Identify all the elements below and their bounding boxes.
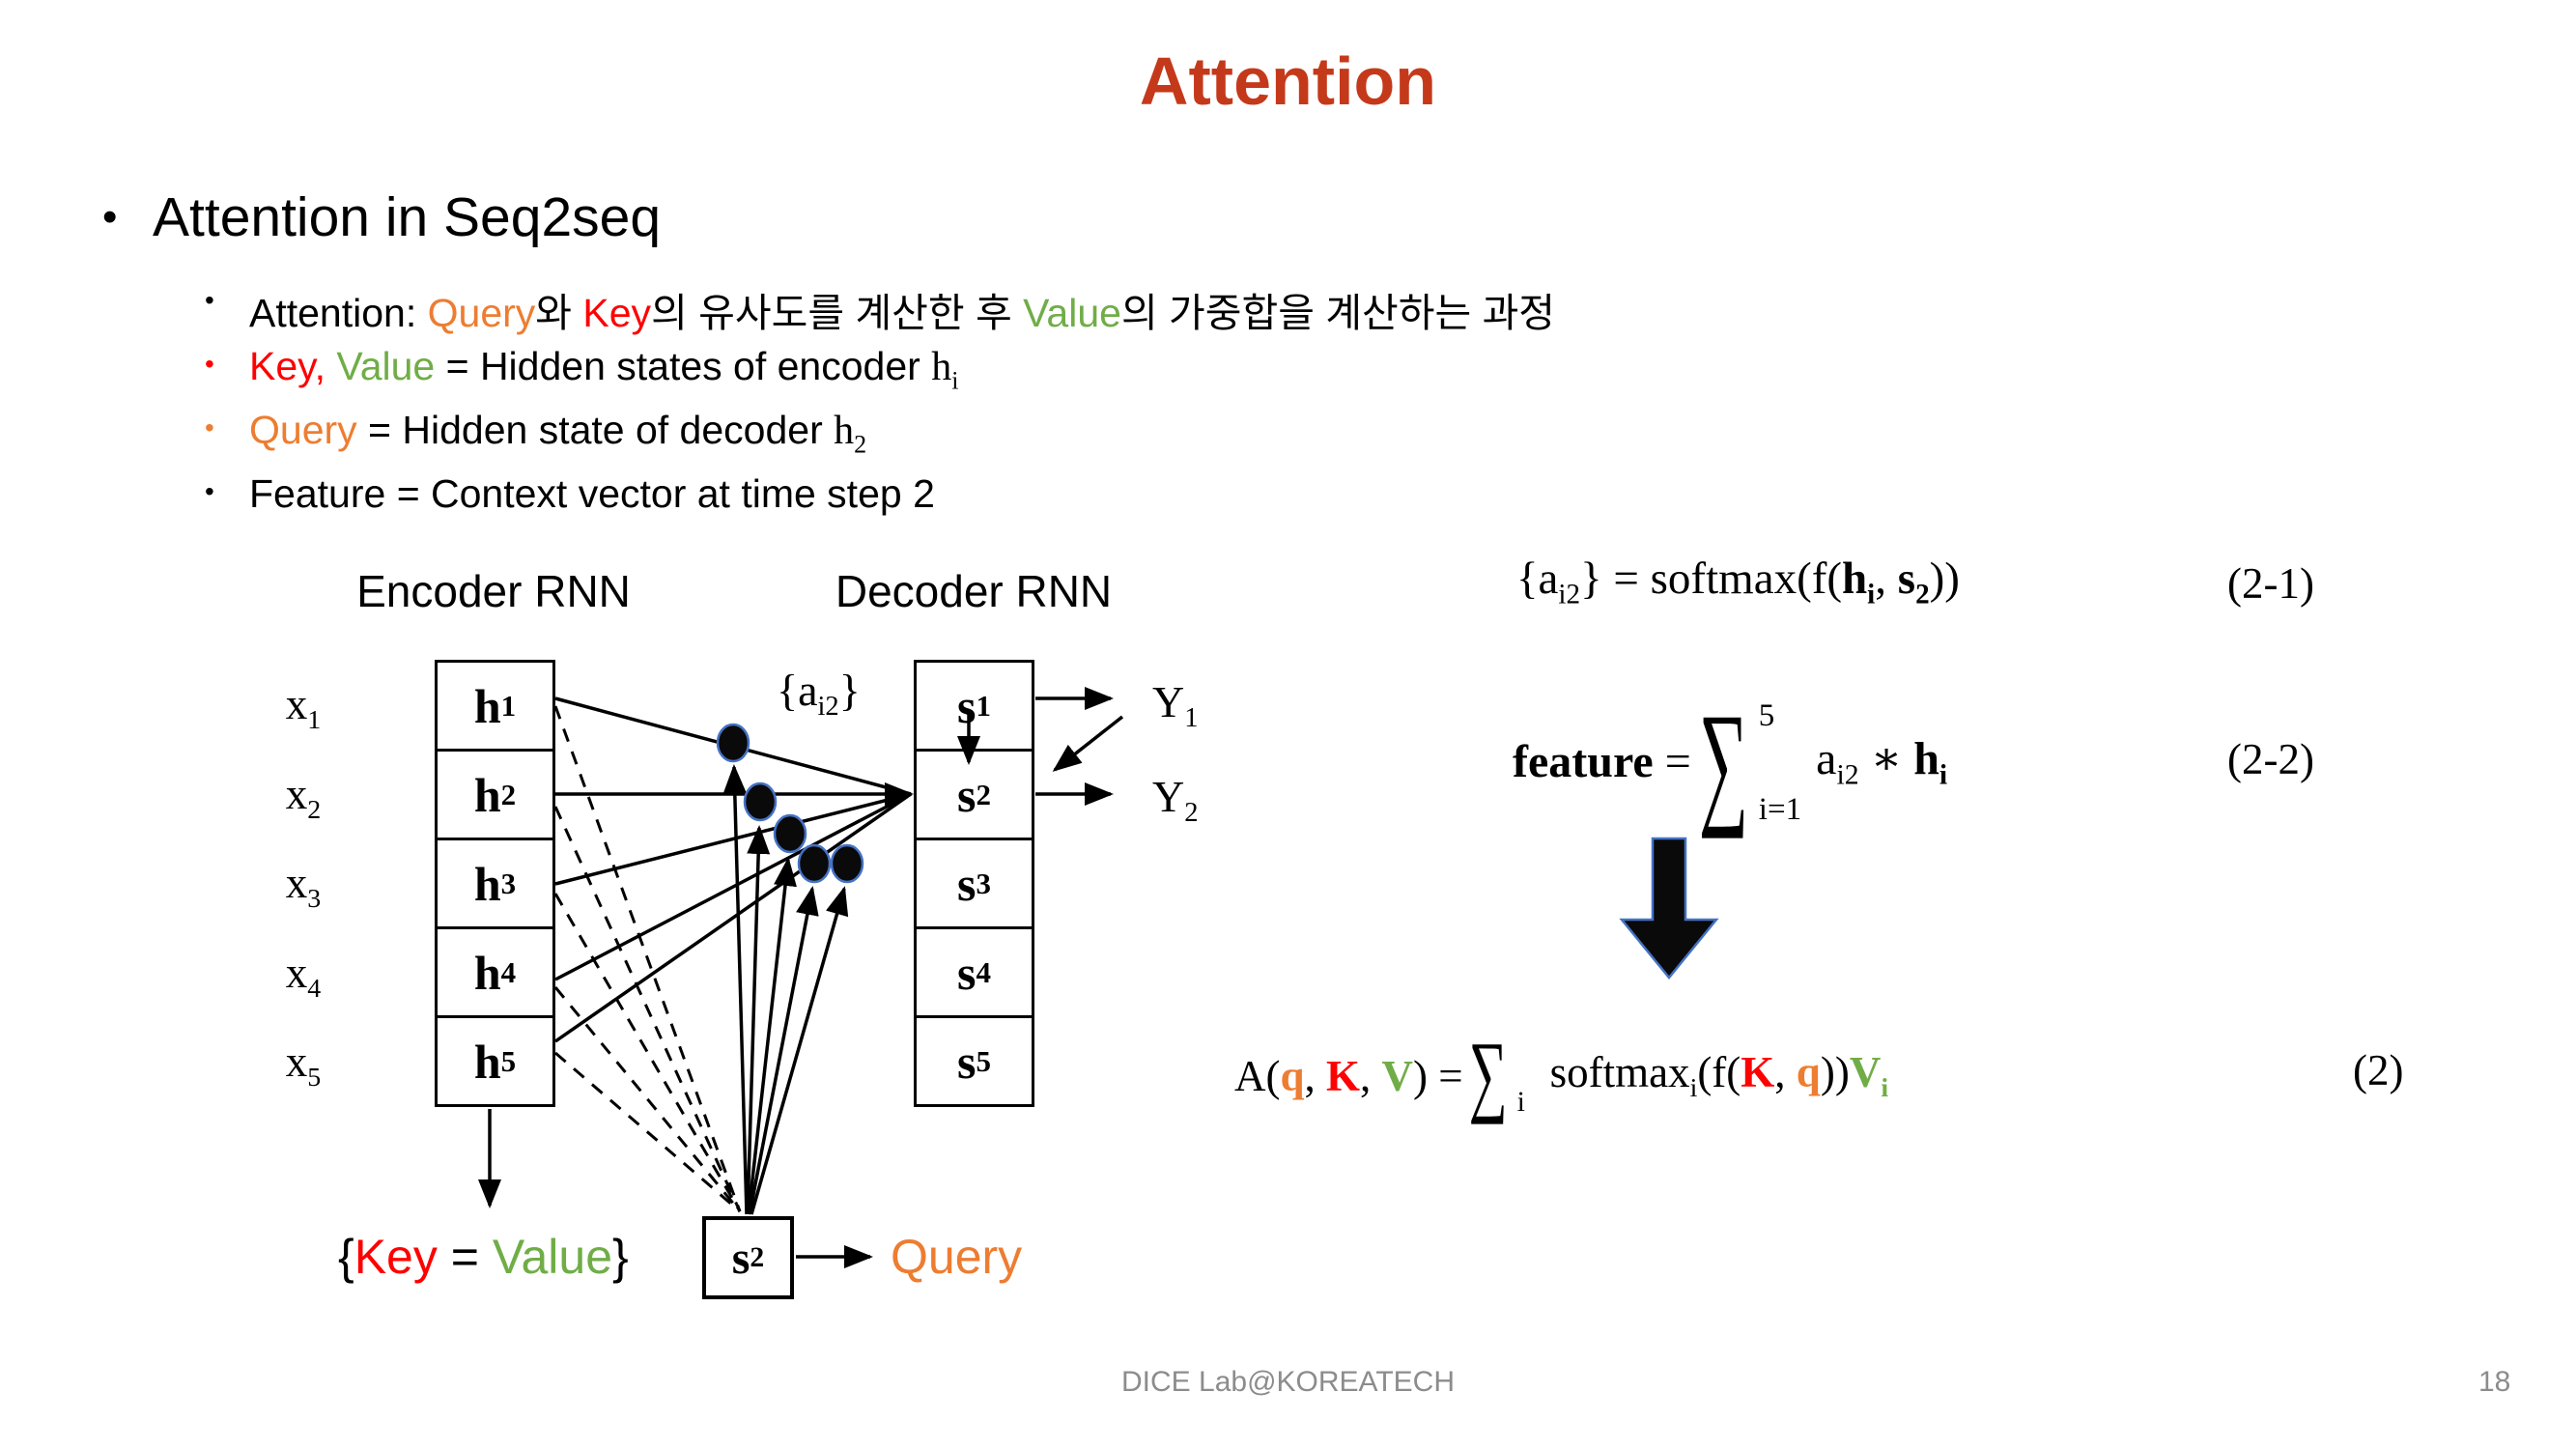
input-label-x4: x4 [285,949,322,1004]
attention-weights-label: {ai2} [777,666,861,723]
input-label-x3: x3 [285,859,322,914]
up-arrow-1 [722,764,749,1215]
attention-lhs: A(q, K, V) = [1234,1051,1463,1100]
attention-weight-dots [716,723,864,884]
equation-2-1: {ai2} = softmax(f(hi, s2)) [1516,554,1960,611]
output-label-y2: Y2 [1152,772,1199,829]
bullet-attention-definition: • Attention: Query와 Key의 유사도를 계산한 후 Value… [205,280,1556,338]
equation-tag-2-2: (2-2) [2227,735,2314,783]
page-number: 18 [2478,1366,2511,1398]
bullet-text: Attention: [249,291,428,335]
bullet-dot: • [205,349,214,379]
key-word: Key, [249,344,337,388]
bullet-feature: • Feature = Context vector at time step 2 [205,471,935,517]
attention-dot-2 [743,781,778,822]
line-h5-s2 [554,792,912,1043]
input-label-x1: x1 [285,680,322,735]
up-arrow-2 [746,825,771,1215]
key-word: Key [582,291,652,335]
bullet-text: 의 유사도를 계산한 후 [651,291,1024,335]
attention-dot-5 [830,843,864,884]
equation-tag-2: (2) [2353,1046,2404,1094]
equation-2-2: feature = ∑ 5 i=1 ai2 ∗ hi [1513,692,1947,832]
bullet-text: Attention in Seq2seq [153,186,662,248]
dashed-h3 [553,893,742,1212]
bullet-text: = Hidden states of encoder [435,344,932,388]
feature-lhs: feature = [1513,736,1691,787]
big-down-arrow [1619,837,1719,980]
bullet-query: • Query = Hidden state of decoder h2 [205,408,867,459]
value-word: Value [336,344,436,388]
dashed-h5 [554,1051,741,1213]
bullet-dot: • [205,476,214,506]
summand: ai2 ∗ hi [1816,733,1948,791]
math-var-h: hi [931,345,959,395]
decoder-rnn-label: Decoder RNN [835,566,1113,616]
equals-sign: = [437,1230,493,1284]
dashed-h2 [553,806,742,1212]
up-arrow-4 [748,886,819,1215]
summation-symbol: ∑ 5 i=1 [1698,684,1802,839]
up-arrow-5 [750,886,849,1215]
query-label: Query [891,1230,1023,1284]
key-value-label: {Key = Value} [338,1229,629,1285]
up-arrow-3 [747,857,797,1215]
score-dashed-lines [553,705,742,1213]
softmax-term: softmaxi(f(K, q))Vi [1549,1048,1889,1103]
bullet-dot: • [102,193,118,241]
output-label-y1: Y1 [1152,677,1199,734]
input-label-x2: x2 [285,770,322,825]
equation-2: A(q, K, V) = ∑ i softmaxi(f(K, q))Vi [1234,1024,1889,1126]
line-h4-s2 [554,792,912,981]
encoder-rnn-label: Encoder RNN [356,566,631,616]
brace-open: { [338,1230,354,1284]
query-word: Query [249,408,357,452]
bullet-attention-in-seq2seq: • Attention in Seq2seq [102,185,662,249]
line-h3-s2 [554,792,912,886]
footer-credit: DICE Lab@KOREATECH [1121,1366,1455,1398]
bullet-text: Feature = Context vector at time step 2 [249,471,935,516]
dashed-h4 [553,986,742,1212]
value-word: Value [492,1230,613,1284]
attention-dot-3 [773,813,807,854]
dashed-h1 [553,705,742,1212]
key-word: Key [354,1230,438,1284]
bullet-dot: • [205,412,214,442]
bullet-dot: • [205,285,214,315]
brace-close: } [612,1230,629,1284]
equation-tag-2-1: (2-1) [2227,559,2314,608]
summation-symbol: ∑ i [1468,1024,1525,1126]
input-label-x5: x5 [285,1037,322,1093]
attention-dot-4 [797,843,832,884]
bullet-key-value: • Key, Value = Hidden states of encoder h… [205,344,959,395]
bullet-text: 의 가중합을 계산하는 과정 [1120,291,1556,335]
arrow-y1-s2 [1052,715,1124,772]
attention-lines [554,696,914,1043]
math-var-h: h2 [834,409,867,459]
bullet-text: = Hidden state of decoder [356,408,835,452]
score-up-arrows [722,764,849,1215]
attention-dot-1 [716,723,750,763]
page-title: Attention [1139,43,1437,119]
value-word: Value [1023,291,1121,335]
query-word: Query [427,291,536,335]
bullet-text: 와 [535,291,583,335]
